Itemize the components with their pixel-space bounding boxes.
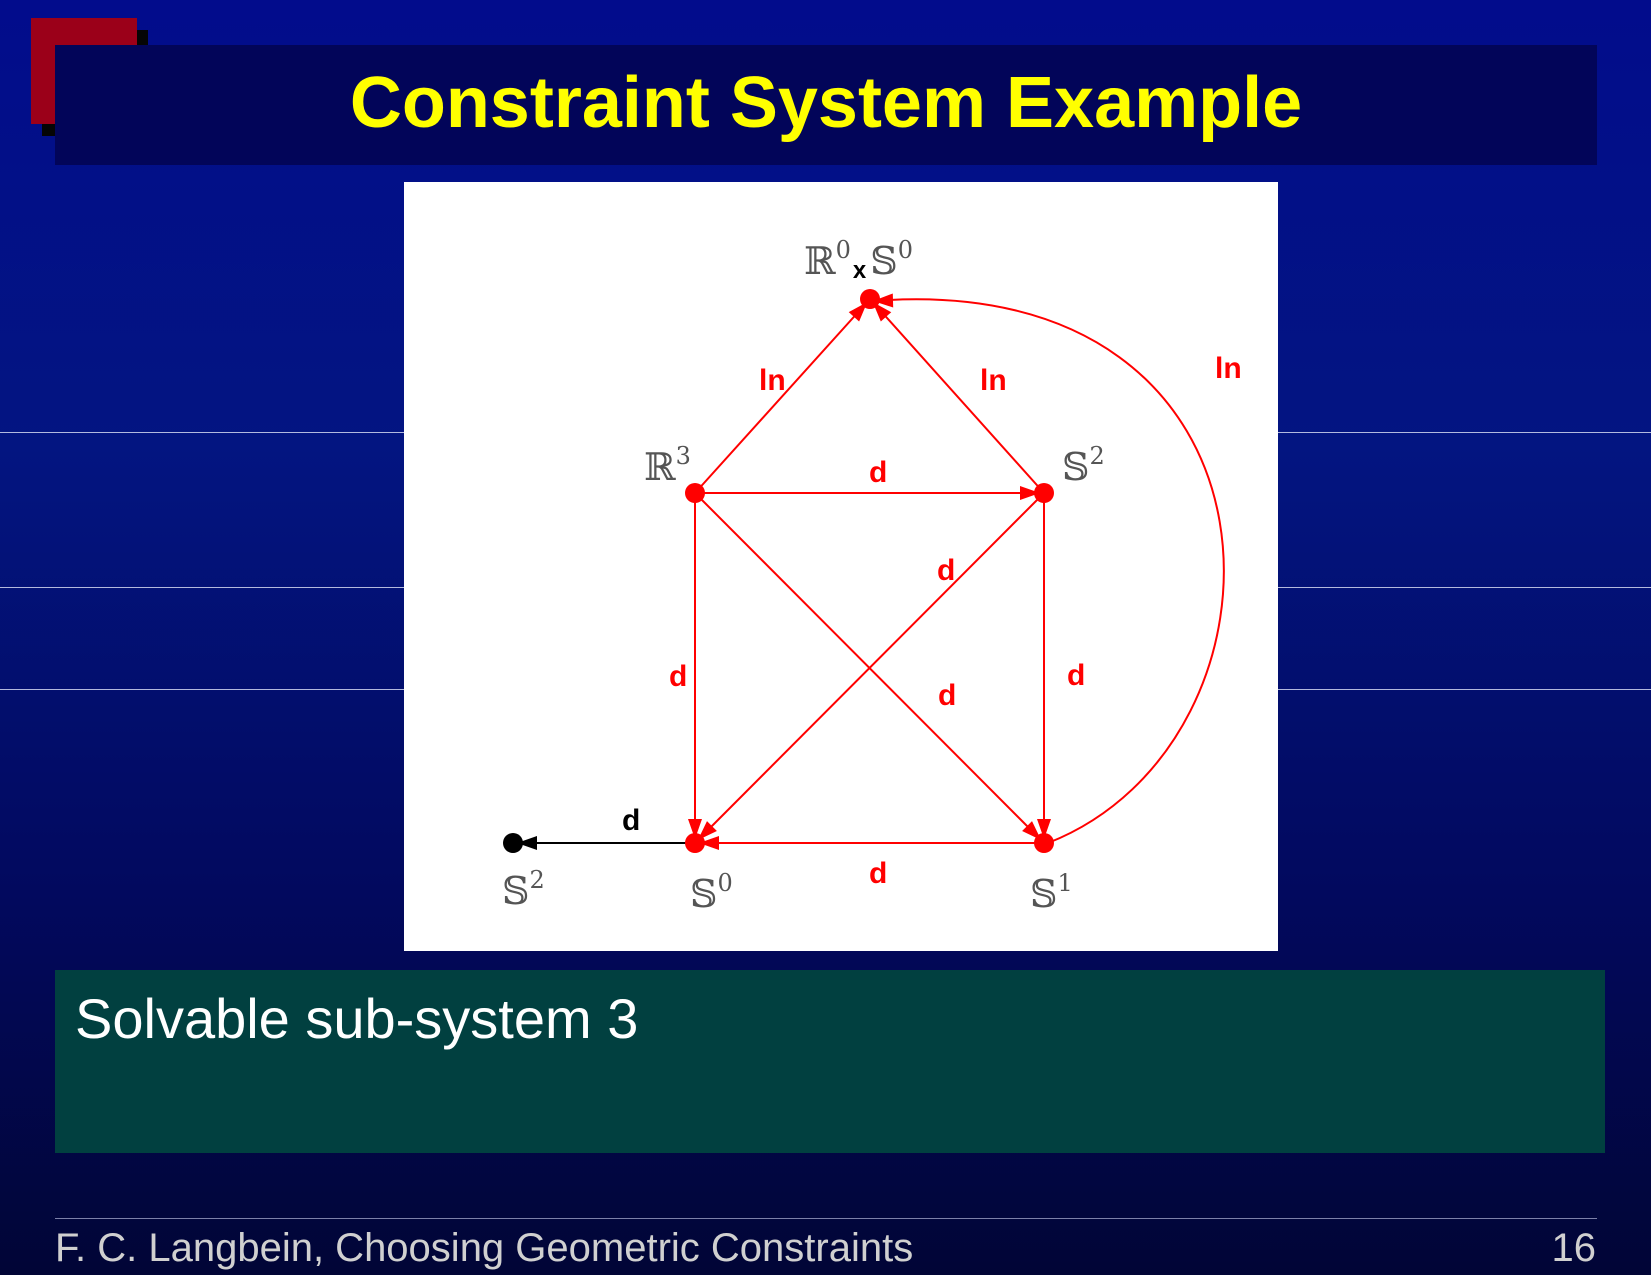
node-label-s2: 𝕊2 <box>1062 442 1105 489</box>
edge-label-s0-s2b: d <box>622 804 640 837</box>
edge-arrow-s0-s2b <box>517 836 537 850</box>
edges-layer <box>513 293 1225 850</box>
edge-s2-s0 <box>694 492 1045 844</box>
edge-label-r3-s1: d <box>938 679 956 712</box>
edge-label-s1-rx: ln <box>1215 352 1242 385</box>
edge-arrow-r3-s0 <box>688 819 702 839</box>
edge-label-r3-s0: d <box>669 660 687 693</box>
edge-label-s2-rx: ln <box>980 364 1007 397</box>
edge-label-s1-s0: d <box>869 857 887 890</box>
node-s1 <box>1034 833 1054 853</box>
subsystem-caption: Solvable sub-system 3 <box>75 987 639 1050</box>
nodes-layer <box>503 289 1054 853</box>
edge-arrow-r3-rx <box>848 301 868 322</box>
node-s0 <box>685 833 705 853</box>
edge-s2-rx <box>869 298 1045 494</box>
node-label-s2b: 𝕊2 <box>502 866 545 913</box>
node-s2 <box>1034 483 1054 503</box>
edge-arrow-s2-s0 <box>697 821 717 841</box>
edge-label-r3-s2: d <box>869 456 887 489</box>
node-label-s0: 𝕊0 <box>690 869 733 916</box>
slide-title: Constraint System Example <box>349 63 1303 143</box>
page-number: 16 <box>1551 1226 1597 1270</box>
edge-arrow-s2-s1 <box>1037 819 1051 839</box>
node-s2b <box>503 833 523 853</box>
footer-divider <box>55 1218 1597 1219</box>
edge-label-s2-s1: d <box>1067 659 1085 692</box>
edge-arrow-s2-rx <box>872 301 892 322</box>
edge-arrow-r3-s2 <box>1020 486 1040 500</box>
edge-label-s2-s0: d <box>937 554 955 587</box>
edge-label-r3-rx: ln <box>759 364 786 397</box>
edge-arrow-s1-rx <box>873 293 894 308</box>
edge-r3-rx <box>694 298 871 494</box>
subsystem-panel: Solvable sub-system 3 <box>55 970 1605 1153</box>
node-rx <box>860 289 880 309</box>
node-r3 <box>685 483 705 503</box>
edge-s1-rx <box>872 298 1225 844</box>
node-label-s1: 𝕊1 <box>1030 869 1073 916</box>
node-label-r3: ℝ3 <box>644 442 691 489</box>
title-bar <box>55 45 1597 165</box>
edge-arrow-r3-s1 <box>1022 821 1042 841</box>
footer-author-title: F. C. Langbein, Choosing Geometric Const… <box>55 1226 914 1270</box>
edge-arrow-s1-s0 <box>699 836 719 850</box>
